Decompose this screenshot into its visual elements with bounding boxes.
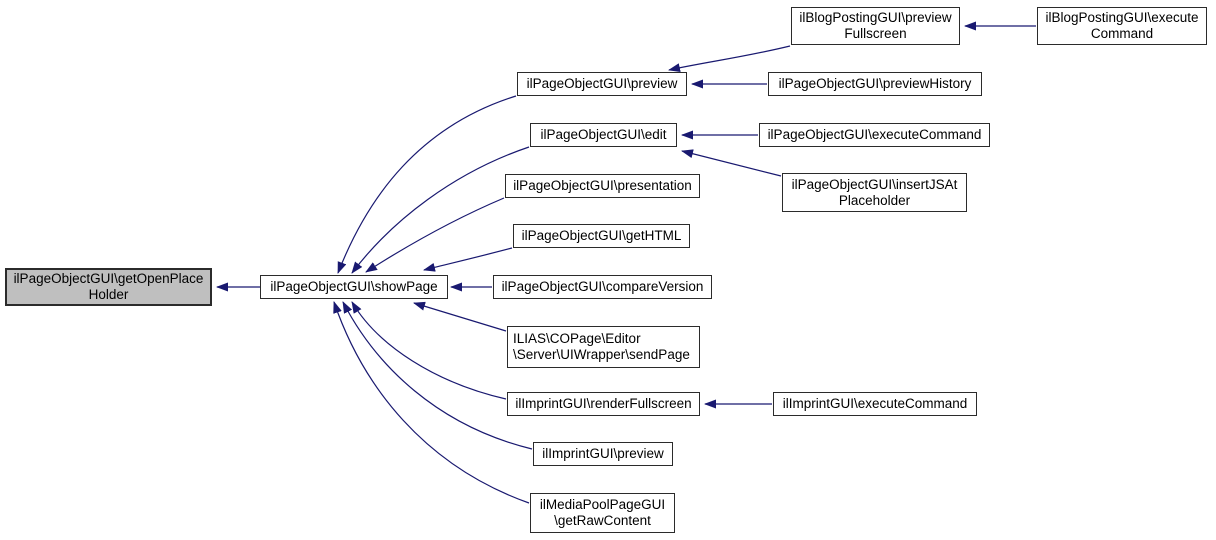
- node-sendPage[interactable]: ILIAS\COPage\Editor \Server\UIWrapper\se…: [507, 326, 700, 368]
- node-previewFullscreen[interactable]: ilBlogPostingGUI\preview Fullscreen: [791, 7, 960, 45]
- edge-presentation-to-showPage: [365, 197, 505, 273]
- edge-insertJSAtPlaceholder-to-edit: [681, 149, 782, 177]
- edge-getRawContent-to-showPage: [333, 301, 530, 504]
- node-showPage[interactable]: ilPageObjectGUI\showPage: [260, 275, 448, 299]
- node-edit[interactable]: ilPageObjectGUI\edit: [530, 123, 677, 147]
- edge-preview-to-showPage: [337, 95, 517, 274]
- edge-edit-to-showPage: [351, 146, 530, 274]
- edge-sendPage-to-showPage: [413, 301, 507, 332]
- node-compareVersion[interactable]: ilPageObjectGUI\compareVersion: [493, 275, 712, 299]
- node-imprintPreview[interactable]: ilImprintGUI\preview: [533, 442, 673, 466]
- node-getOpenPlaceHolder: ilPageObjectGUI\getOpenPlace Holder: [5, 268, 212, 306]
- node-renderFullscreen[interactable]: ilImprintGUI\renderFullscreen: [507, 392, 700, 416]
- node-getHTML[interactable]: ilPageObjectGUI\getHTML: [513, 224, 690, 248]
- node-presentation[interactable]: ilPageObjectGUI\presentation: [505, 174, 700, 198]
- node-insertJSAtPlaceholder[interactable]: ilPageObjectGUI\insertJSAt Placeholder: [782, 173, 967, 212]
- node-getRawContent[interactable]: ilMediaPoolPageGUI \getRawContent: [530, 493, 675, 533]
- edge-renderFullscreen-to-showPage: [351, 301, 507, 400]
- edge-previewFullscreen-to-preview: [668, 45, 791, 73]
- node-preview[interactable]: ilPageObjectGUI\preview: [517, 72, 687, 96]
- node-imprintExecuteCommand[interactable]: ilImprintGUI\executeCommand: [773, 392, 977, 416]
- node-blogExecuteCommand[interactable]: ilBlogPostingGUI\execute Command: [1037, 7, 1207, 45]
- node-previewHistory[interactable]: ilPageObjectGUI\previewHistory: [768, 72, 982, 96]
- edge-imprintPreview-to-showPage: [342, 301, 533, 450]
- node-pageExecuteCommand[interactable]: ilPageObjectGUI\executeCommand: [759, 123, 990, 147]
- edge-getHTML-to-showPage: [423, 247, 513, 272]
